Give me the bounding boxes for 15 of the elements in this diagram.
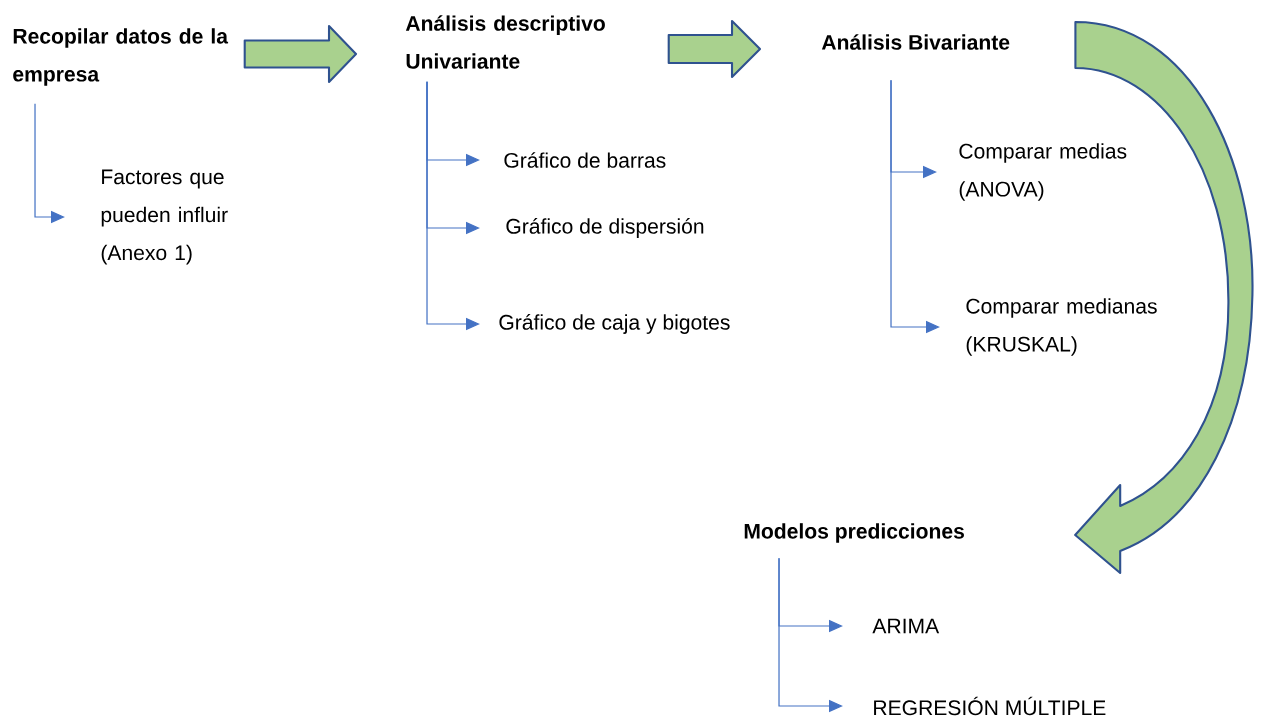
heading: Recopilar datos de la empresa — [13, 28, 229, 86]
curved-arrow — [1074, 20, 1254, 575]
heading: Modelos predicciones — [744, 523, 964, 543]
heading: Análisis descriptivo Univariante — [405, 15, 605, 69]
item-text: ARIMA — [872, 618, 940, 634]
block-arrow — [667, 19, 762, 79]
item-text: Gráfico de caja y bigotes — [499, 314, 730, 334]
heading: Análisis Bivariante — [821, 34, 1010, 50]
item-text: Factores que pueden influir (Anexo 1) — [101, 169, 228, 265]
item-text: Comparar medias (ANOVA) — [959, 143, 1127, 201]
item-text: Gráfico de barras — [504, 152, 666, 168]
item-text: Gráfico de dispersión — [506, 218, 704, 238]
block-arrow — [243, 24, 358, 84]
item-text: REGRESIÓN MÚLTIPLE — [874, 696, 1106, 716]
item-text: Comparar medianas (KRUSKAL) — [966, 298, 1157, 356]
